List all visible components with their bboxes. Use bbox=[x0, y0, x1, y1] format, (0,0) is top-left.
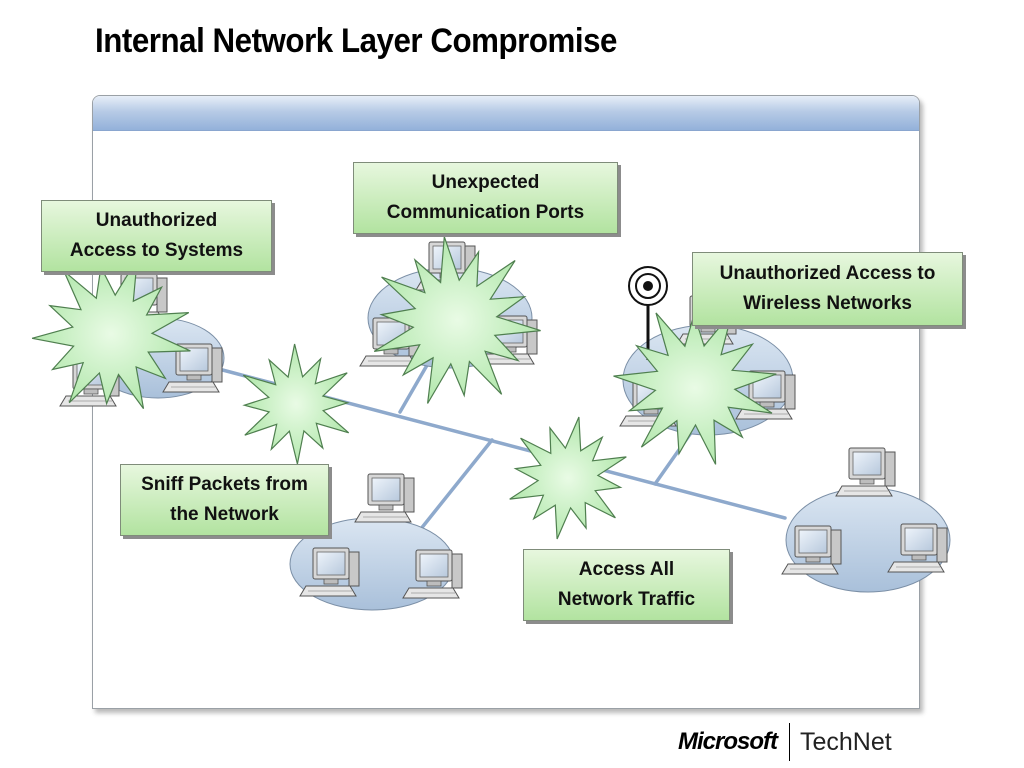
microsoft-logo: Microsoft bbox=[678, 728, 778, 755]
panel-header-band bbox=[93, 96, 919, 131]
technet-logo: TechNet bbox=[800, 727, 892, 756]
attack-burst-icon bbox=[509, 416, 627, 540]
computer-icon bbox=[835, 447, 896, 497]
attack-burst-icon bbox=[31, 258, 191, 409]
callout-sniff-packets: Sniff Packets from the Network bbox=[120, 464, 329, 536]
computer-icon bbox=[354, 473, 415, 523]
wireless-antenna-icon bbox=[628, 266, 668, 360]
attack-burst-icon bbox=[373, 236, 541, 404]
slide-title: Internal Network Layer Compromise bbox=[95, 22, 617, 60]
callout-unexpected-ports: Unexpected Communication Ports bbox=[353, 162, 618, 234]
attack-bursts bbox=[31, 236, 777, 540]
callout-access-all-traffic: Access All Network Traffic bbox=[523, 549, 730, 621]
footer-branding: Microsoft TechNet bbox=[678, 722, 892, 762]
brand-divider bbox=[789, 723, 790, 761]
attack-burst-icon bbox=[613, 311, 777, 465]
callout-unauthorized-access-systems: Unauthorized Access to Systems bbox=[41, 200, 272, 272]
callout-unauthorized-wireless: Unauthorized Access to Wireless Networks bbox=[692, 252, 963, 326]
attack-burst-icon bbox=[242, 343, 350, 465]
